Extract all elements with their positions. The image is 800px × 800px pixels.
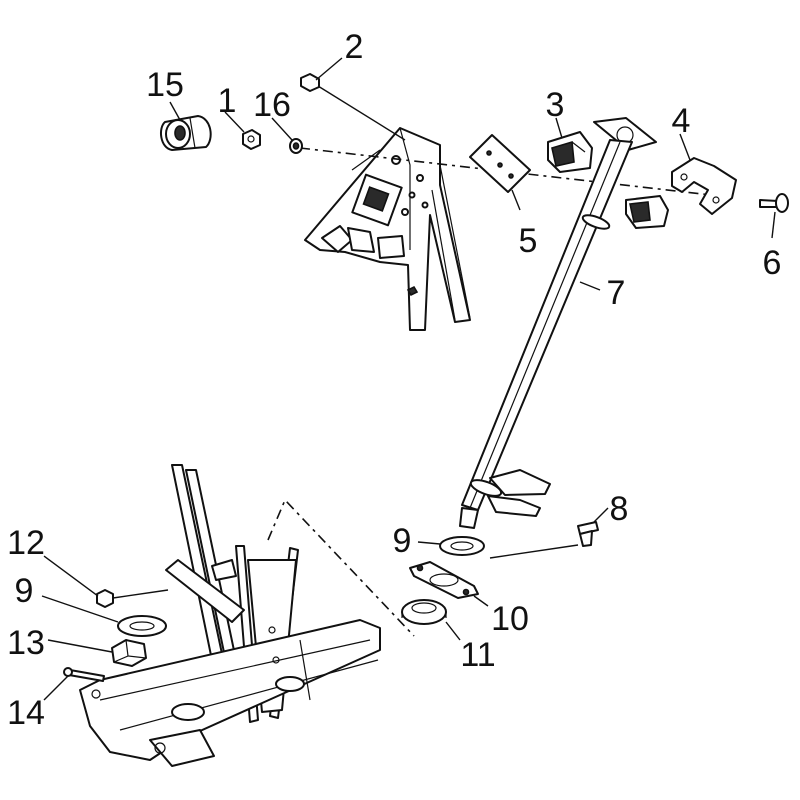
callout-11: 11 [460, 636, 495, 674]
upper-frame-bracket [304, 127, 471, 331]
bolt-8-leader-line [489, 544, 579, 559]
callout-13: 13 [7, 624, 45, 662]
callout-1: 1 [218, 82, 237, 120]
callout-14: 14 [7, 694, 45, 732]
nut-12-leader-line [112, 589, 169, 599]
part-6-bolt [759, 193, 789, 213]
callout-9-upper: 9 [393, 522, 412, 560]
callout-15: 15 [146, 66, 184, 104]
part-2-nut [300, 73, 320, 92]
part-11-bushing [401, 599, 447, 625]
part-9-washer-upper [439, 536, 485, 556]
bolt-2-leader-line [317, 85, 406, 141]
callout-12: 12 [7, 524, 45, 562]
lower-assembly-centerline [267, 498, 415, 637]
part-7-steering-column [459, 117, 657, 529]
callout-leaders [41, 57, 776, 701]
part-3-bushing-upper [547, 131, 593, 173]
callout-16: 16 [253, 86, 291, 124]
callout-5: 5 [519, 222, 538, 260]
callout-6: 6 [763, 244, 782, 282]
callout-9-lower: 9 [15, 572, 34, 610]
part-9-washer-lower [117, 615, 167, 637]
part-4-clamp [671, 157, 737, 215]
callout-2: 2 [345, 28, 364, 66]
lower-frame-assembly [79, 464, 381, 767]
part-14-bolt [63, 667, 105, 682]
callout-3: 3 [546, 86, 565, 124]
part-12-nut [96, 589, 114, 608]
part-16-washer [289, 138, 303, 154]
part-10-flange [409, 561, 479, 599]
callout-7: 7 [607, 274, 626, 312]
part-8-bolt [577, 521, 599, 547]
part-1-nut [242, 129, 261, 150]
part-15-bushing [159, 115, 212, 151]
callout-8: 8 [610, 490, 629, 528]
callout-4: 4 [672, 102, 691, 140]
part-3-bushing-lower [625, 195, 669, 229]
callout-10: 10 [491, 600, 529, 638]
part-13-nut [111, 639, 147, 667]
part-5-plate [469, 134, 531, 193]
